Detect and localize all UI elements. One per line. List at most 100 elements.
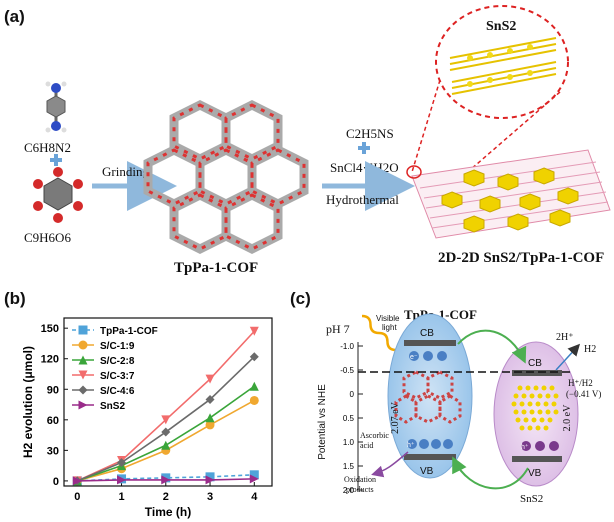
legend-marker-3 <box>78 370 88 380</box>
legend-marker-1 <box>78 340 88 350</box>
data-point-2-2 <box>161 440 171 450</box>
data-point-5-4 <box>249 474 259 484</box>
potential-tick-label: 2.0 <box>343 486 355 495</box>
cof-cb-label: CB <box>420 328 434 339</box>
formula-bottom: C9H6O6 <box>24 230 71 245</box>
x-tick-label: 1 <box>118 491 124 503</box>
data-point-3-3 <box>205 374 215 384</box>
sns2-vb: VB h⁺ <box>512 441 562 479</box>
legend-label-2: S/C-2:8 <box>100 356 135 367</box>
plot-frame <box>63 317 273 487</box>
ascorbic-label-2: acid <box>360 441 373 450</box>
sns2-cb: CB <box>512 358 562 376</box>
sns2-bottom-label: SnS2 <box>520 493 543 505</box>
legend-label-0: TpPa-1-COF <box>100 326 158 337</box>
sns2-cb-label: CB <box>528 358 542 369</box>
cof-gap: 2.07 eV <box>390 401 401 433</box>
x-axis-label: Time (h) <box>145 505 191 519</box>
cof-framework <box>143 99 309 255</box>
data-point-5-1 <box>117 475 127 485</box>
step-hydrothermal: Hydrothermal <box>326 192 399 207</box>
proton-label: 2H⁺ <box>556 332 574 343</box>
sns2-hole: h⁺ <box>521 443 529 451</box>
y-tick-label: 60 <box>47 415 59 427</box>
x-tick-label: 3 <box>207 491 213 503</box>
data-point-5-0 <box>72 476 82 486</box>
h2-arrow <box>555 343 581 371</box>
data-point-2-3 <box>205 413 215 423</box>
hole-transfer-arrow <box>452 456 529 490</box>
y-tick-label: 0 <box>53 476 59 488</box>
x-tick-label: 2 <box>163 491 169 503</box>
legend-marker-4 <box>78 385 88 395</box>
molecule-diamine <box>45 81 67 133</box>
legend-label-1: S/C-1:9 <box>100 341 135 352</box>
reagent-tin-chloride: SnCl4·5H2O <box>330 160 399 175</box>
data-point-5-3 <box>205 475 215 485</box>
light-wave-icon <box>361 314 397 352</box>
formula-top: C6H8N2 <box>24 140 71 155</box>
step-grinding: Grinding <box>102 164 149 179</box>
inset-label: SnS2 <box>486 19 516 34</box>
oxidation-label-2: products <box>346 485 374 494</box>
potential-tick-label: 0 <box>350 390 355 399</box>
sns2-lattice <box>511 385 559 431</box>
redox-value: (−0.41 V) <box>566 389 601 399</box>
data-point-1-3 <box>205 420 215 430</box>
potential-tick-label: -0.5 <box>340 366 354 375</box>
oxidation-arrow <box>371 451 409 478</box>
plus-icon <box>50 154 62 166</box>
cof-label: TpPa-1-COF <box>174 260 258 276</box>
light-label-2: light <box>382 323 397 332</box>
y-tick-label: 120 <box>41 354 59 366</box>
potential-axis-label: Potential vs NHE <box>317 384 328 460</box>
data-point-4-4 <box>249 352 259 362</box>
potential-tick-label: 1.5 <box>343 462 355 471</box>
panel-c: (c) pH 7 Visible light TpPa-1-COF -1.0-0… <box>290 289 601 505</box>
legend-marker-0 <box>78 325 88 335</box>
cof-framework-small <box>394 370 462 424</box>
product-label: 2D-2D SnS2/TpPa-1-COF <box>438 250 604 266</box>
data-point-4-3 <box>205 394 215 404</box>
ph-label: pH 7 <box>326 322 350 336</box>
redox-label: H⁺/H2 <box>568 378 593 388</box>
cof-electron: e⁻ <box>410 354 418 361</box>
data-point-5-2 <box>161 475 171 485</box>
panel-b-label: (b) <box>4 289 26 308</box>
data-point-2-4 <box>249 381 259 391</box>
cof-vb-label: VB <box>420 466 434 477</box>
sns2-gap: 2.0 eV <box>562 404 573 431</box>
light-label-1: Visible <box>376 314 400 323</box>
molecule-triformylphloroglucinol <box>33 167 83 223</box>
sns2-inset: SnS2 <box>435 5 569 119</box>
legend-label-5: SnS2 <box>100 401 125 412</box>
legend-label-4: S/C-4:6 <box>100 386 135 397</box>
data-point-3-4 <box>249 326 259 336</box>
composite-sheet <box>406 149 611 239</box>
panel-c-label: (c) <box>290 289 311 308</box>
x-tick-label: 4 <box>251 491 258 503</box>
potential-tick-label: 1.0 <box>343 438 355 447</box>
inset-leader-1 <box>411 79 441 173</box>
oxidation-label-1: Oxidation <box>344 475 376 484</box>
potential-tick-label: -1.0 <box>340 342 354 351</box>
hydrogen-label: H2 <box>584 344 596 355</box>
cof-vb: VB h⁺ <box>404 439 456 477</box>
data-point-1-4 <box>249 395 259 405</box>
legend-label-3: S/C-3:7 <box>100 371 135 382</box>
data-point-4-2 <box>161 427 171 437</box>
panel-a: (a) C6H8N2 C9H6O6 <box>4 5 611 276</box>
y-tick-label: 90 <box>47 384 59 396</box>
ascorbic-label-1: Ascorbic <box>360 431 389 440</box>
plus-icon <box>358 142 370 154</box>
potential-tick-label: 0.5 <box>343 414 355 423</box>
sns2-vb-label: VB <box>528 468 542 479</box>
data-point-0-3 <box>205 472 215 482</box>
cof-cb: CB e⁻ <box>404 328 456 361</box>
cof-hole: h⁺ <box>407 441 415 449</box>
data-point-0-4 <box>249 470 259 480</box>
electron-transfer-arrow <box>457 329 527 364</box>
